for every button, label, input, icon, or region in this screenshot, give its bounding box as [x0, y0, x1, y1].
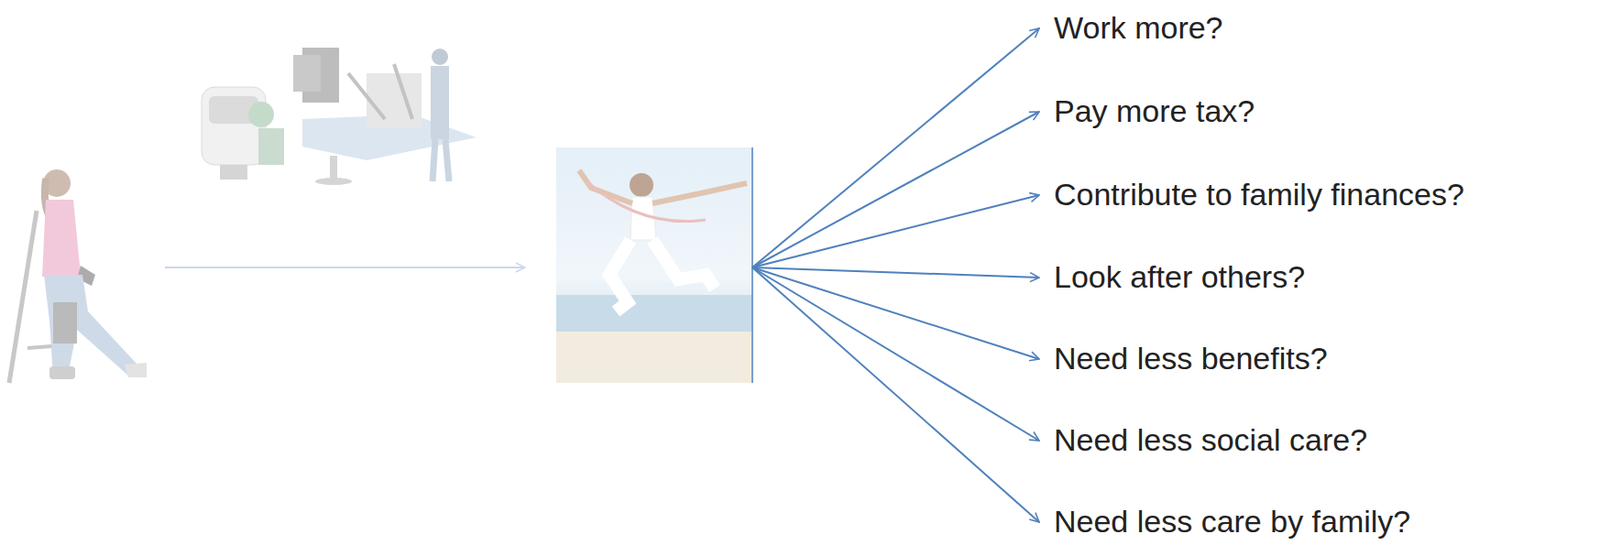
surgical-robot: [201, 47, 477, 186]
outcome-arrow: [752, 267, 1040, 360]
transition-arrow: [164, 266, 526, 269]
outcome-question: Need less benefits?: [1053, 340, 1328, 377]
outcome-arrow: [752, 267, 1040, 278]
outcome-question: Work more?: [1053, 10, 1224, 46]
injured-person: [9, 169, 147, 384]
outcome-arrow: [752, 111, 1040, 268]
outcome-arrow: [752, 28, 1040, 268]
outcome-arrow: [752, 267, 1040, 523]
outcome-question: Need less social care?: [1053, 422, 1368, 459]
healthy-person-photo: [556, 147, 753, 384]
outcome-arrow: [752, 267, 1040, 441]
outcome-question: Need less care by family?: [1053, 504, 1411, 540]
outcome-question: Pay more tax?: [1053, 93, 1255, 130]
outcome-question: Contribute to family finances?: [1053, 176, 1465, 213]
outcome-question: Look after others?: [1053, 259, 1305, 296]
outcome-arrow: [752, 195, 1040, 268]
photo-edge: [751, 147, 754, 384]
